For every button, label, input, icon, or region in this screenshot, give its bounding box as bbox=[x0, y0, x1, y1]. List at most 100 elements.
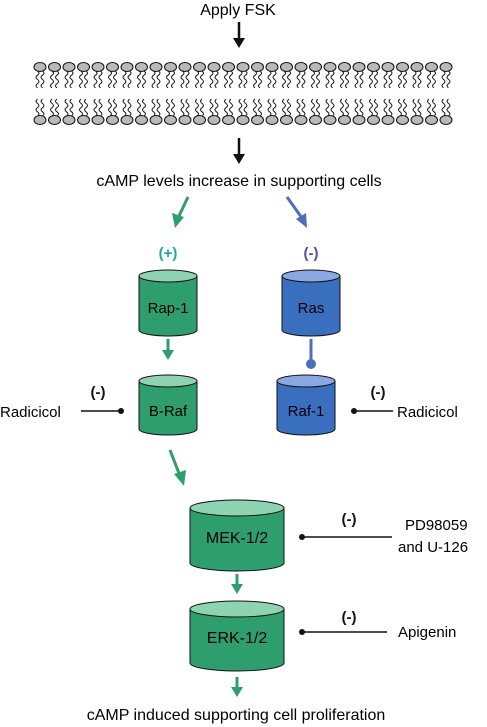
ras-inhibits-raf1-connector bbox=[306, 339, 316, 369]
lipid-tail bbox=[253, 98, 257, 117]
lipid-head bbox=[178, 62, 192, 72]
lipid-tail bbox=[330, 98, 335, 117]
lipid-tail bbox=[156, 98, 161, 117]
lipid-head bbox=[193, 115, 206, 125]
lipid-tail bbox=[330, 70, 335, 89]
lipid-head bbox=[251, 62, 264, 72]
lipid-head bbox=[48, 62, 61, 72]
lipid-tail bbox=[229, 98, 233, 117]
lipid-tail bbox=[374, 70, 378, 89]
erk-inhibitor: (-) Apigenin bbox=[299, 609, 456, 641]
lipid-tail bbox=[316, 70, 320, 89]
lipid-tail bbox=[214, 70, 219, 89]
lipid-tail bbox=[267, 98, 272, 117]
lipid-tail bbox=[287, 70, 291, 89]
proliferation-outcome-label: cAMP induced supporting cell proliferati… bbox=[87, 707, 386, 724]
lipid-tail bbox=[185, 70, 190, 89]
lipid-tail bbox=[180, 70, 185, 89]
lipid-head bbox=[425, 62, 438, 72]
lipid-tail bbox=[258, 98, 262, 117]
erk-inhibitor-sign: (-) bbox=[342, 609, 357, 626]
lipid-tail bbox=[40, 70, 45, 89]
arrow-to-right-branch bbox=[285, 196, 307, 228]
lipid-tail bbox=[311, 70, 315, 89]
lipid-head bbox=[91, 115, 105, 125]
lipid-tail bbox=[113, 70, 117, 89]
left-radicicol-inhibitor: Radicicol (-) bbox=[0, 384, 124, 421]
lipid-tail bbox=[122, 98, 127, 117]
lipid-tail bbox=[359, 70, 364, 89]
lipid-tail bbox=[359, 98, 364, 117]
lipid-tail bbox=[64, 70, 69, 89]
lipid-tail bbox=[151, 98, 156, 117]
left-radicicol-label: Radicicol bbox=[0, 404, 61, 421]
rap1-cylinder bbox=[138, 269, 198, 337]
right-radicicol-inhibitor: (-) Radicicol bbox=[351, 384, 458, 421]
lipid-head bbox=[396, 62, 409, 72]
apply-fsk-label: Apply FSK bbox=[200, 2, 276, 19]
lipid-tail bbox=[79, 70, 83, 89]
lipid-tail bbox=[272, 98, 277, 117]
lipid-tail bbox=[340, 98, 344, 117]
lipid-head bbox=[323, 62, 337, 72]
lipid-tail bbox=[316, 98, 320, 117]
lipid-tail bbox=[398, 98, 402, 117]
arrow-membrane-to-camp bbox=[233, 138, 245, 164]
braf-cylinder bbox=[138, 374, 198, 436]
lipid-tail bbox=[156, 70, 161, 89]
arrow-fsk-to-membrane bbox=[233, 22, 245, 48]
lipid-head bbox=[33, 115, 47, 125]
lipid-tail bbox=[69, 70, 74, 89]
lipid-head bbox=[367, 115, 380, 125]
lipid-tail bbox=[243, 98, 248, 117]
lipid-tail bbox=[296, 98, 301, 117]
lipid-tail bbox=[282, 70, 286, 89]
lipid-tail bbox=[142, 98, 146, 117]
lipid-tail bbox=[69, 98, 74, 117]
lipid-tail bbox=[311, 98, 315, 117]
arrow-mek-to-erk bbox=[231, 574, 243, 594]
lipid-head bbox=[265, 62, 279, 72]
lipid-head bbox=[149, 62, 163, 72]
lipid-head bbox=[178, 115, 192, 125]
arrow-erk-to-outcome bbox=[231, 677, 243, 697]
lipid-head bbox=[439, 115, 453, 125]
raf1-label: Raf-1 bbox=[288, 403, 325, 420]
lipid-tail bbox=[388, 70, 393, 89]
lipid-tail bbox=[108, 70, 112, 89]
lipid-tail bbox=[446, 70, 451, 89]
lipid-head bbox=[120, 115, 134, 125]
lipid-head bbox=[135, 115, 148, 125]
ras-cylinder bbox=[281, 269, 341, 337]
lipid-tail bbox=[398, 70, 402, 89]
lipid-head bbox=[236, 62, 250, 72]
lipid-tail bbox=[50, 70, 54, 89]
lipid-head bbox=[106, 115, 119, 125]
lipid-tail bbox=[171, 70, 175, 89]
lipid-head bbox=[222, 62, 235, 72]
lipid-tail bbox=[354, 70, 359, 89]
lipid-tail bbox=[224, 98, 228, 117]
mek-cylinder bbox=[189, 499, 285, 572]
lipid-tail bbox=[50, 98, 54, 117]
mek-inhibitor-sign: (-) bbox=[342, 511, 357, 528]
lipid-tail bbox=[238, 70, 243, 89]
lipid-head bbox=[222, 115, 235, 125]
lipid-head bbox=[367, 62, 380, 72]
lipid-head bbox=[338, 62, 351, 72]
erk-cylinder bbox=[189, 600, 285, 672]
mek-inhibitor-line1: PD98059 bbox=[405, 517, 468, 534]
lipid-tail bbox=[171, 98, 175, 117]
lipid-tail bbox=[35, 98, 40, 117]
erk-label: ERK-1/2 bbox=[207, 630, 268, 647]
lipid-tail bbox=[432, 70, 436, 89]
lipid-tail bbox=[35, 70, 40, 89]
lipid-tail bbox=[98, 70, 103, 89]
lipid-tail bbox=[441, 98, 446, 117]
ras-node: Ras bbox=[281, 269, 341, 337]
rap1-node: Rap-1 bbox=[138, 269, 198, 337]
lipid-tail bbox=[195, 98, 199, 117]
lipid-head bbox=[77, 115, 90, 125]
lipid-head bbox=[323, 115, 337, 125]
lipid-tail bbox=[166, 70, 170, 89]
